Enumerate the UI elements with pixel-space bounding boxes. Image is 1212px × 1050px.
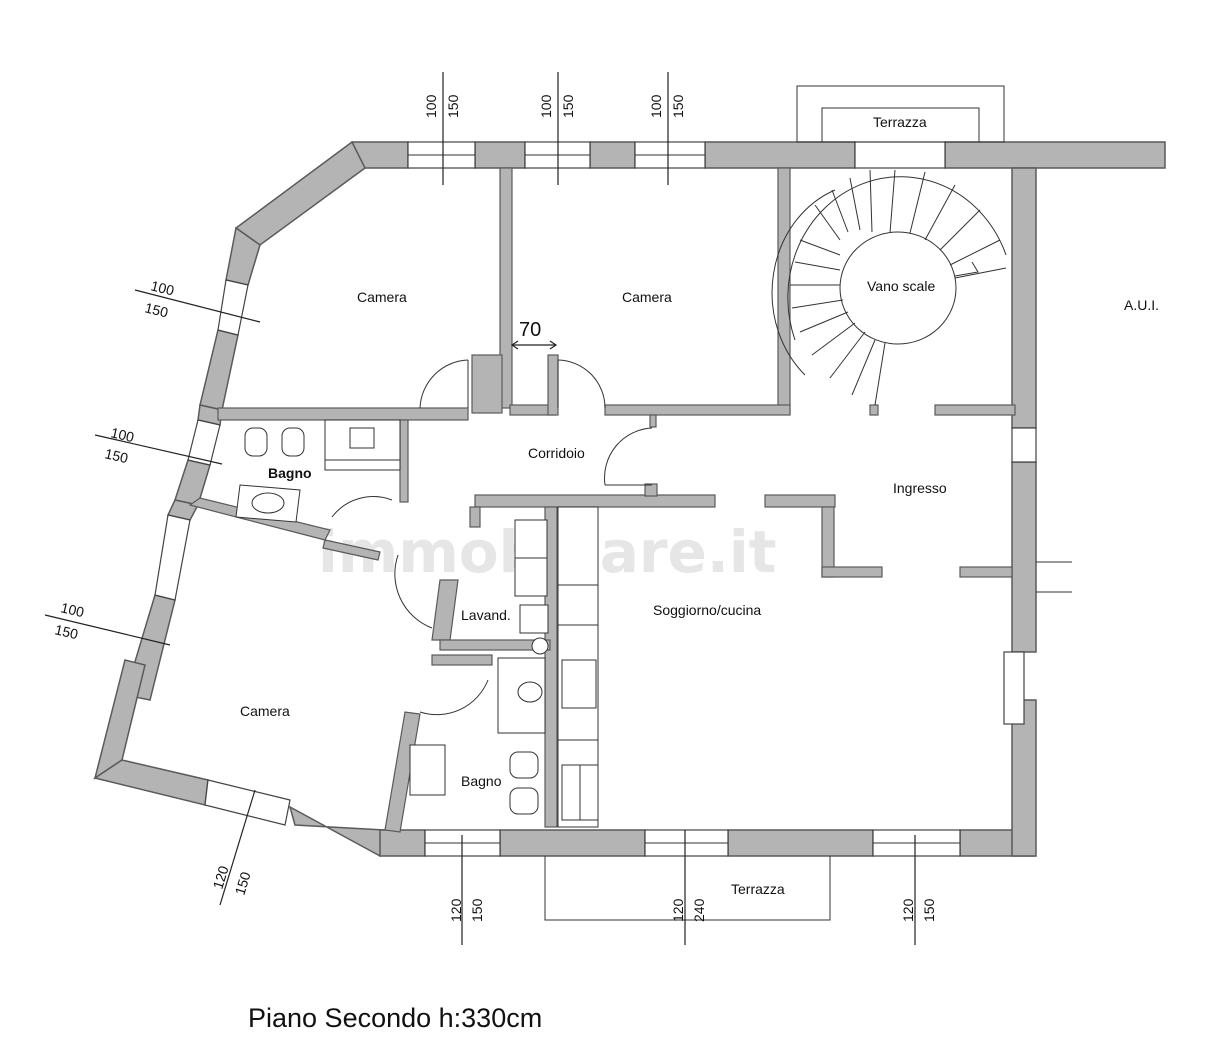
room-camera-top-mid: Camera (622, 289, 672, 305)
room-camera-top-left: Camera (357, 289, 407, 305)
room-terrazza-top: Terrazza (873, 114, 927, 130)
dim-top3-a: 100 (648, 94, 664, 118)
dim-bot2-b: 240 (691, 898, 707, 922)
dim-top1-a: 100 (423, 94, 439, 118)
dimension-lines (44, 72, 916, 945)
dim-bot1-a: 120 (448, 898, 464, 922)
dim-top2-a: 100 (538, 94, 554, 118)
plan-title: Piano Secondo h:330cm (248, 1003, 542, 1033)
dim-left3-b: 150 (53, 621, 80, 642)
dim-left2-a: 100 (109, 424, 136, 445)
interior-walls (188, 167, 1016, 833)
dim-bot1-b: 150 (469, 898, 485, 922)
room-camera-bottom: Camera (240, 703, 290, 719)
dim-left3-a: 100 (59, 599, 86, 620)
fixtures (235, 419, 599, 828)
dim-top2-b: 150 (560, 94, 576, 118)
dim-botleft-b: 150 (232, 870, 254, 897)
dim-left1-b: 150 (143, 299, 170, 320)
dim-top1-b: 150 (445, 94, 461, 118)
dim-door-width: 70 (519, 319, 541, 341)
terraces (544, 85, 1005, 921)
windows (154, 141, 1072, 857)
room-corridoio: Corridoio (528, 445, 585, 461)
room-ingresso: Ingresso (893, 480, 947, 496)
room-bagno-top: Bagno (268, 465, 312, 481)
room-soggiorno: Soggiorno/cucina (653, 602, 761, 618)
dim-left1-a: 100 (149, 277, 176, 298)
room-bagno-bottom: Bagno (461, 773, 502, 789)
exterior-walls (93, 140, 1166, 858)
room-lavand: Lavand. (461, 607, 511, 623)
dim-bot3-a: 120 (900, 898, 916, 922)
room-terrazza-bottom: Terrazza (731, 881, 785, 897)
doors (331, 359, 653, 716)
dim-bot3-b: 150 (921, 898, 937, 922)
dim-botleft-a: 120 (210, 864, 232, 891)
room-aui: A.U.I. (1124, 297, 1159, 313)
room-vano-scale: Vano scale (867, 278, 935, 294)
dim-left2-b: 150 (103, 445, 130, 466)
spiral-staircase (771, 169, 1007, 406)
dim-top3-b: 150 (670, 94, 686, 118)
dim-bot2-a: 120 (670, 898, 686, 922)
